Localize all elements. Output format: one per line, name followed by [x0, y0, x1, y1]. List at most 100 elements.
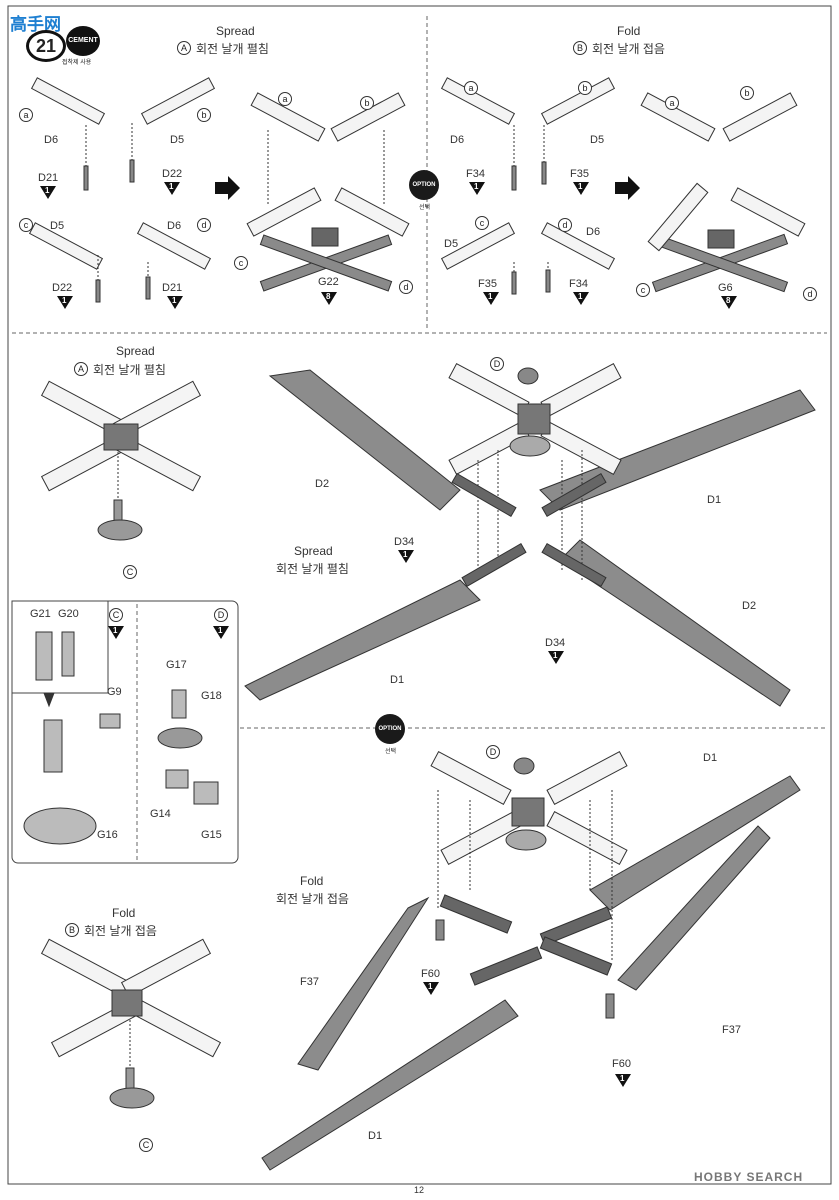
part-label-g17: G17	[166, 659, 187, 671]
part-label-f37-a: F37	[300, 976, 319, 988]
part-label-f60-a: F60	[421, 968, 440, 980]
part-label-d21-b: D21	[162, 282, 183, 294]
circle-a-3: a	[464, 81, 478, 95]
part-label-f34-b: F34	[569, 278, 588, 290]
qty-d34-b: 1	[548, 651, 564, 664]
part-label-g6: G6	[718, 282, 733, 294]
part-label-d1-b: D1	[390, 674, 405, 686]
part-label-d1-a: D1	[707, 494, 722, 506]
circle-a-2: a	[278, 92, 292, 106]
marker-D-bottom: D	[486, 745, 500, 759]
bottom-left-title-en: Fold	[112, 906, 136, 920]
inset-subbox	[11, 600, 109, 694]
mid-left-title-ko: 회전 날개 펼침	[93, 363, 166, 377]
part-label-g20: G20	[58, 608, 79, 620]
circle-d-4: d	[803, 287, 817, 301]
part-label-d34-b: D34	[545, 637, 566, 649]
qty-f60-b: 1	[615, 1074, 631, 1087]
qty-g6: 8	[721, 296, 737, 309]
marker-D-mid: D	[490, 357, 504, 371]
qty-f35-b: 1	[483, 292, 499, 305]
step-arrow-right	[615, 176, 640, 200]
qty-f60-a: 1	[423, 982, 439, 995]
bottom-left-assembly	[40, 938, 222, 1109]
bottom-right-title-ko: 회전 날개 접음	[276, 892, 349, 906]
marker-B-bottom-left: B	[65, 923, 79, 937]
part-label-d6-b: D6	[167, 220, 182, 232]
part-label-f34-a: F34	[466, 168, 485, 180]
part-label-d6-a: D6	[44, 134, 59, 146]
part-label-d22-b: D22	[52, 282, 73, 294]
part-label-f60-b: F60	[612, 1058, 631, 1070]
inset-qty-c: 1	[108, 626, 124, 639]
top-right-parts	[440, 77, 616, 295]
top-left-assembly	[246, 92, 410, 292]
circle-a-1: a	[19, 108, 33, 122]
part-label-g18: G18	[201, 690, 222, 702]
inset-parts	[23, 631, 219, 845]
circle-b-4: b	[740, 86, 754, 100]
part-label-d21-a: D21	[38, 172, 59, 184]
callout-C-mid-left: C	[123, 565, 137, 579]
circle-d-2: d	[399, 280, 413, 294]
qty-f35-a: 1	[573, 182, 589, 195]
qty-d21-a: 1	[40, 186, 56, 199]
part-label-g14: G14	[150, 808, 171, 820]
part-label-d34-a: D34	[394, 536, 415, 548]
mid-right-title-ko: 회전 날개 펼침	[276, 562, 349, 576]
option-caption-top: 선택	[419, 205, 431, 211]
qty-d21-b: 1	[167, 296, 183, 309]
inset-label-C: C	[109, 608, 123, 622]
circle-b-1: b	[197, 108, 211, 122]
circle-c-2: c	[234, 256, 248, 270]
circle-b-3: b	[578, 81, 592, 95]
top-left-title-en: Spread	[216, 24, 255, 38]
part-label-f35-b: F35	[478, 278, 497, 290]
inset-qty-d: 1	[213, 626, 229, 639]
step-arrow-left	[215, 176, 240, 200]
marker-B-top-right: B	[573, 41, 587, 55]
bottom-left-title-ko: 회전 날개 접음	[84, 924, 157, 938]
circle-c-1: c	[19, 218, 33, 232]
part-label-d2-a: D2	[315, 478, 330, 490]
inset-label-D: D	[214, 608, 228, 622]
part-label-d2-b: D2	[742, 600, 757, 612]
part-label-d5-b: D5	[50, 220, 65, 232]
marker-A-top-left: A	[177, 41, 191, 55]
cement-caption: 접착제 사용	[62, 60, 92, 66]
bottom-right-blades	[261, 775, 801, 1171]
qty-f34-a: 1	[469, 182, 485, 195]
circle-d-3: d	[558, 218, 572, 232]
mid-left-title-en: Spread	[116, 344, 155, 358]
part-label-g21: G21	[30, 608, 51, 620]
mid-left-assembly	[40, 380, 202, 541]
qty-g22: 8	[321, 292, 337, 305]
part-label-g16: G16	[97, 829, 118, 841]
marker-A-mid-left: A	[74, 362, 88, 376]
part-label-g22: G22	[318, 276, 339, 288]
option-icon-top: OPTION	[409, 170, 439, 200]
bottom-right-title-en: Fold	[300, 874, 324, 888]
option-caption-bottom: 선택	[385, 749, 397, 755]
mid-right-title-en: Spread	[294, 544, 333, 558]
page-number: 12	[414, 1185, 425, 1195]
mid-right-hub	[448, 363, 622, 588]
qty-d34-a: 1	[398, 550, 414, 563]
top-left-title-ko: 회전 날개 펼침	[196, 42, 269, 56]
watermark-hobby-search: HOBBY SEARCH	[694, 1170, 804, 1184]
top-right-assembly	[640, 92, 806, 293]
qty-f34-b: 1	[573, 292, 589, 305]
qty-d22-b: 1	[57, 296, 73, 309]
top-left-parts	[28, 77, 216, 303]
bottom-right-hub	[430, 751, 628, 1019]
part-label-d5-a: D5	[170, 134, 185, 146]
part-label-d6-c: D6	[450, 134, 465, 146]
part-label-d5-c: D5	[590, 134, 605, 146]
part-label-d22-a: D22	[162, 168, 183, 180]
top-right-title-en: Fold	[617, 24, 641, 38]
part-label-f35-a: F35	[570, 168, 589, 180]
callout-C-bottom-left: C	[139, 1138, 153, 1152]
cement-icon: CEMENT	[66, 26, 100, 56]
option-icon-bottom: OPTION	[375, 714, 405, 744]
